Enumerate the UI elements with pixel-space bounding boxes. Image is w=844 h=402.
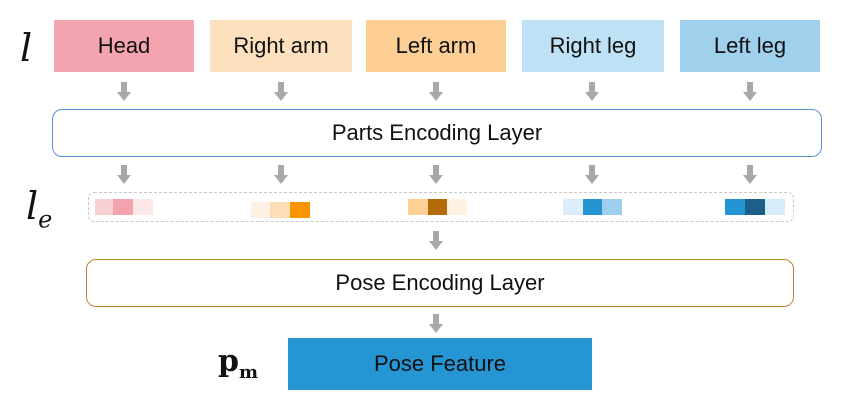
embedding-cell-left-arm-1: [408, 199, 428, 215]
embedding-cell-left-arm-2: [428, 199, 447, 215]
embedding-container: [88, 192, 794, 222]
arrow-down-icon: [117, 82, 131, 102]
arrow-down-icon: [274, 165, 288, 185]
arrow-down-icon: [429, 314, 443, 334]
symbol-pm-base: p: [218, 344, 239, 379]
embedding-cell-left-leg-1: [725, 199, 745, 215]
pose-encoding-layer: Pose Encoding Layer: [86, 259, 794, 307]
arrow-down-icon: [743, 82, 757, 102]
embedding-cell-right-arm-3: [290, 202, 310, 218]
embedding-cell-head-1: [95, 199, 113, 215]
symbol-l: l: [20, 26, 33, 70]
embedding-cell-left-arm-3: [447, 199, 467, 215]
symbol-pm-sub: m: [238, 362, 259, 383]
symbol-le: le: [26, 184, 52, 234]
part-box-left-leg: Left leg: [680, 20, 820, 72]
part-label-left-leg: Left leg: [713, 33, 787, 58]
pose-feature-box: Pose Feature: [288, 338, 592, 390]
arrow-down-icon: [585, 82, 599, 102]
embedding-cell-right-arm-1: [251, 202, 270, 218]
pose-encoding-layer-label: Pose Encoding Layer: [335, 270, 545, 295]
parts-encoding-layer-label: Parts Encoding Layer: [331, 120, 543, 145]
part-label-right-arm: Right arm: [233, 33, 329, 58]
arrow-down-icon: [429, 165, 443, 185]
part-box-right-leg: Right leg: [522, 20, 664, 72]
part-box-head: Head: [54, 20, 194, 72]
arrow-down-icon: [117, 165, 131, 185]
arrow-down-icon: [274, 82, 288, 102]
symbol-pm: pm: [218, 344, 258, 383]
arrow-down-icon: [743, 165, 757, 185]
part-label-head: Head: [97, 33, 151, 58]
part-box-left-arm: Left arm: [366, 20, 506, 72]
arrow-down-icon: [429, 231, 443, 251]
embedding-cell-right-leg-3: [602, 199, 622, 215]
parts-encoding-layer: Parts Encoding Layer: [52, 109, 822, 157]
part-label-right-leg: Right leg: [549, 33, 637, 58]
embedding-cell-right-arm-2: [270, 202, 290, 218]
pose-feature-label: Pose Feature: [373, 351, 507, 376]
arrow-down-icon: [585, 165, 599, 185]
embedding-cell-left-leg-2: [745, 199, 765, 215]
symbol-le-sub: e: [38, 205, 53, 234]
arrow-down-icon: [429, 82, 443, 102]
symbol-le-base: l: [26, 184, 39, 228]
embedding-cell-head-2: [113, 199, 133, 215]
part-box-right-arm: Right arm: [210, 20, 352, 72]
embedding-cell-head-3: [133, 199, 153, 215]
embedding-cell-right-leg-2: [583, 199, 602, 215]
part-label-left-arm: Left arm: [395, 33, 477, 58]
embedding-cell-left-leg-3: [765, 199, 785, 215]
embedding-cell-right-leg-1: [563, 199, 583, 215]
